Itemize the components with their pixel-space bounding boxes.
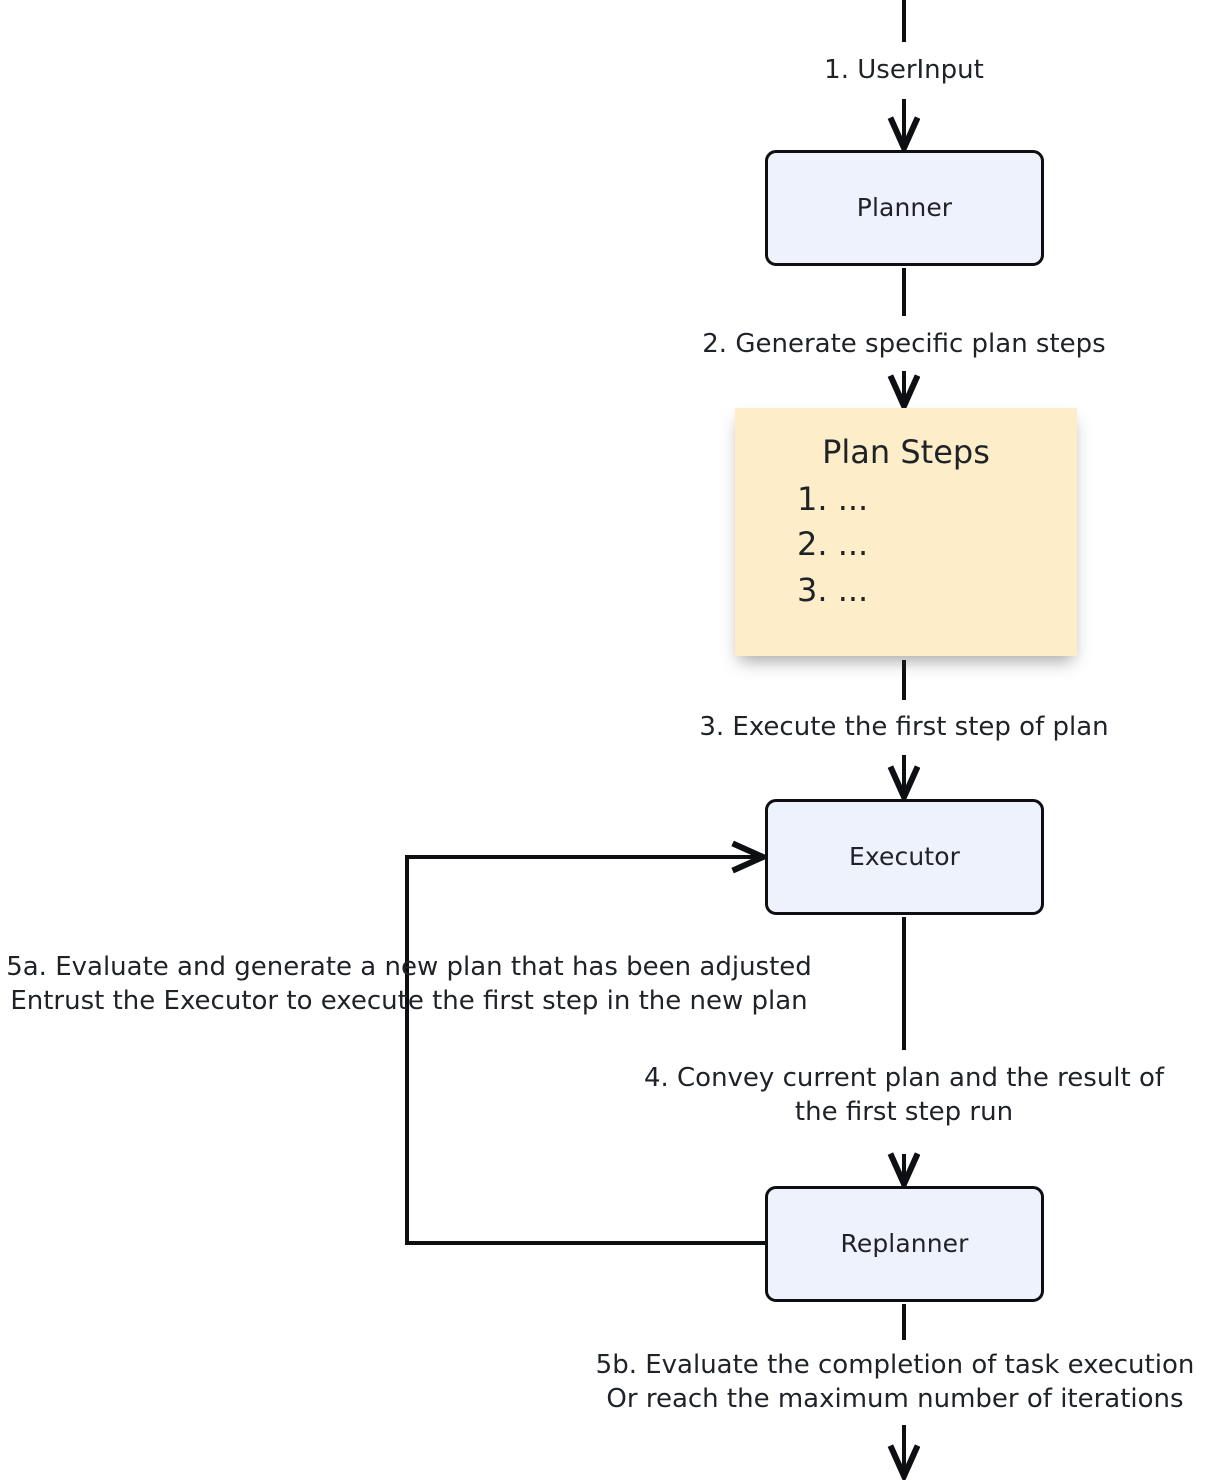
edge-label-user-input: 1. UserInput [824, 55, 984, 85]
edge-feedback-loop [405, 857, 765, 1245]
node-executor-label: Executor [849, 842, 960, 871]
edge-label-execute-first-step: 3. Execute the first step of plan [699, 712, 1109, 742]
node-plan-steps[interactable]: Plan Steps 1. ... 2. ... 3. ... [735, 408, 1077, 656]
edge-label-replan-feedback: 5a. Evaluate and generate a new plan tha… [6, 952, 812, 1017]
plan-step-item: 2. ... [797, 525, 869, 564]
node-planner-label: Planner [856, 193, 953, 222]
edge-label-convey-result: 4. Convey current plan and the result of… [643, 1063, 1165, 1128]
node-executor[interactable]: Executor [765, 799, 1044, 915]
plan-steps-title: Plan Steps [822, 433, 990, 471]
plan-step-item: 3. ... [797, 570, 869, 609]
node-planner[interactable]: Planner [765, 150, 1044, 266]
node-replanner-label: Replanner [840, 1229, 969, 1258]
edge-label-generate-plan-steps: 2. Generate specific plan steps [702, 329, 1106, 359]
plan-step-item: 1. ... [797, 479, 869, 518]
edge-label-evaluate-completion: 5b. Evaluate the completion of task exec… [595, 1350, 1195, 1415]
node-replanner[interactable]: Replanner [765, 1186, 1044, 1302]
